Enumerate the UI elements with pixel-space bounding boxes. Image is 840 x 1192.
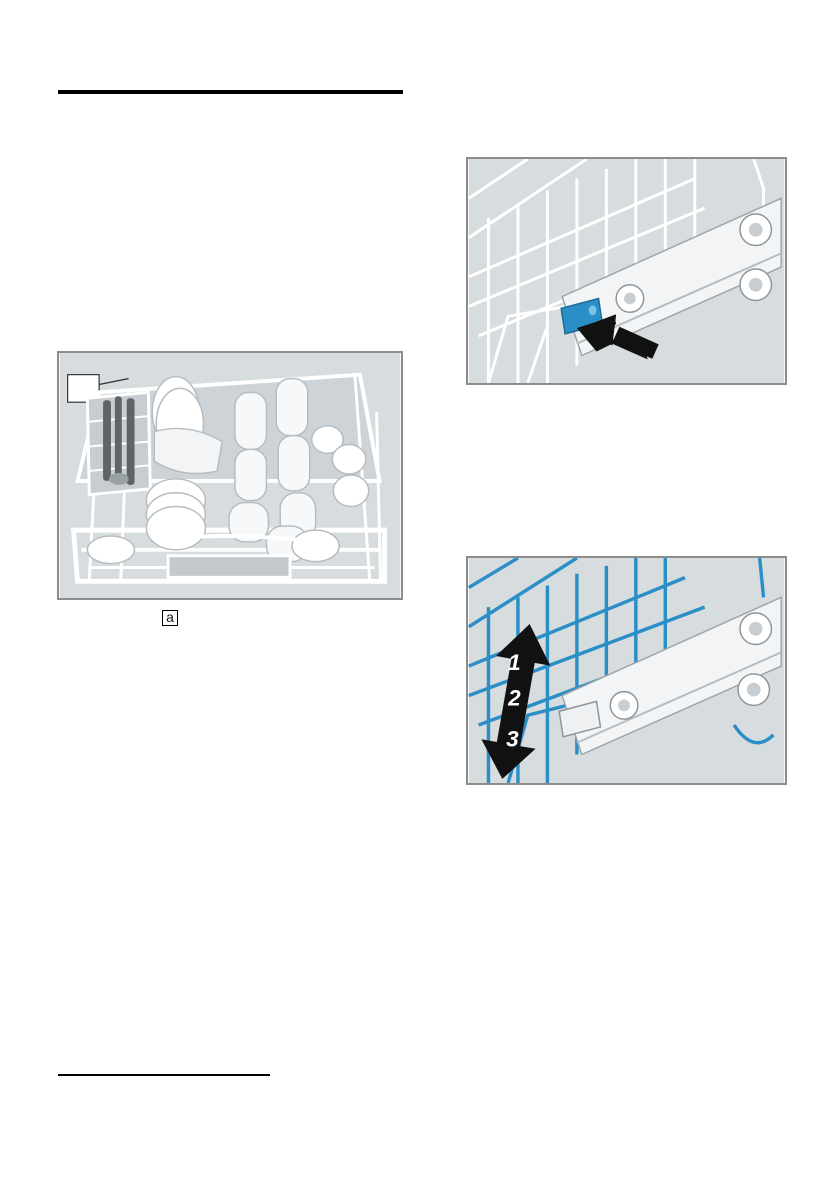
upper-basket-illustration xyxy=(57,351,403,600)
callout-reference-a: a xyxy=(162,610,178,626)
height-level-3: 3 xyxy=(506,727,519,752)
footnote-rule xyxy=(58,1074,270,1076)
height-level-1: 1 xyxy=(508,650,521,675)
rack-height-adjust-illustration: 1 2 3 xyxy=(466,556,787,785)
section-top-rule xyxy=(58,90,403,94)
height-level-2: 2 xyxy=(507,685,521,710)
rack-release-lever-illustration xyxy=(466,157,787,385)
